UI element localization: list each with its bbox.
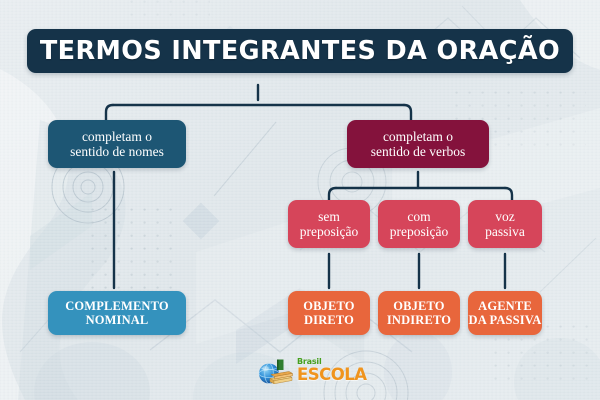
node-line-2: sentido de verbos	[370, 144, 466, 159]
node-agente-da-passiva[interactable]: AGENTE DA PASSIVA	[468, 291, 542, 335]
node-line-2: INDIRETO	[386, 313, 452, 327]
node-objeto-indireto[interactable]: OBJETO INDIRETO	[378, 291, 460, 335]
brasil-escola-logo[interactable]: Brasil ESCOLA	[256, 355, 367, 387]
page-title: TERMOS INTEGRANTES DA ORAÇÃO	[39, 36, 561, 66]
node-line-1: completam o	[81, 128, 153, 144]
node-complemento-nominal[interactable]: COMPLEMENTO NOMINAL	[48, 291, 186, 335]
node-line-2: DA PASSIVA	[468, 313, 542, 327]
connector-bracket2-left	[327, 186, 338, 202]
logo-word-escola: ESCOLA	[297, 365, 367, 385]
node-line-2: passiva	[485, 224, 525, 239]
node-line-1: OBJETO	[303, 298, 355, 313]
node-line-1: sem	[318, 208, 340, 224]
node-objeto-direto[interactable]: OBJETO DIRETO	[288, 291, 370, 335]
node-com-preposicao[interactable]: com preposição	[378, 200, 460, 248]
globe-books-icon	[256, 356, 296, 386]
node-sem-preposicao[interactable]: sem preposição	[288, 200, 370, 248]
page-title-bar: TERMOS INTEGRANTES DA ORAÇÃO	[27, 29, 573, 73]
node-line-1: completam o	[382, 128, 454, 144]
node-line-2: preposição	[389, 224, 449, 239]
connector-bracket2-right	[503, 186, 514, 202]
node-line-1: OBJETO	[393, 298, 445, 313]
node-line-2: NOMINAL	[85, 313, 149, 327]
node-completam-sentido-de-nomes[interactable]: completam o sentido de nomes	[48, 120, 186, 168]
node-line-1: com	[407, 208, 431, 224]
node-voz-passiva[interactable]: voz passiva	[468, 200, 542, 248]
node-line-1: COMPLEMENTO	[65, 298, 169, 313]
node-line-1: AGENTE	[478, 298, 532, 313]
logo-word-brasil: Brasil	[297, 357, 322, 367]
logo-wordmark: Brasil ESCOLA	[297, 358, 367, 384]
node-line-2: DIRETO	[304, 313, 354, 327]
node-line-2: sentido de nomes	[70, 144, 164, 159]
connector-bracket-right	[402, 103, 413, 122]
connector-bracket-left	[104, 103, 115, 122]
node-line-1: voz	[495, 208, 515, 224]
node-completam-sentido-de-verbos[interactable]: completam o sentido de verbos	[347, 120, 489, 168]
node-line-2: preposição	[299, 224, 359, 239]
